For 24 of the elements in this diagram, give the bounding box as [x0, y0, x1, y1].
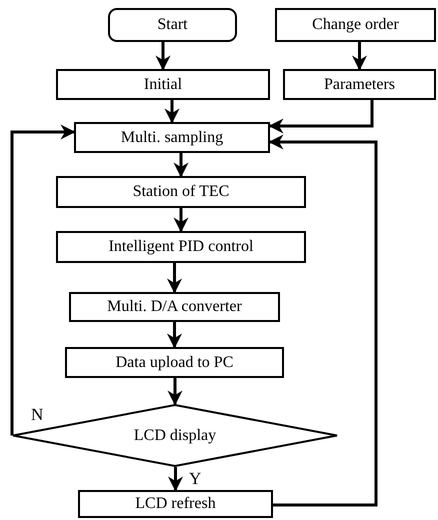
process-box: Initial: [56, 69, 270, 100]
arrow: [352, 42, 367, 70]
arrow: [168, 378, 182, 406]
arrow: [164, 100, 180, 124]
process-box: Change order: [275, 8, 436, 42]
process-box: Intelligent PID control: [56, 231, 306, 263]
process-box: Multi. sampling: [74, 122, 270, 153]
arrow: [156, 42, 170, 70]
arrow: [174, 208, 188, 232]
arrow: [168, 467, 183, 492]
edge-label: Y: [188, 470, 202, 487]
arrow: [174, 153, 188, 178]
arrow: [10, 124, 76, 436]
arrow: [268, 100, 374, 134]
process-box: Data upload to PC: [65, 347, 284, 378]
process-box: Station of TEC: [56, 176, 306, 208]
arrow: [167, 263, 182, 294]
process-box: Parameters: [283, 69, 436, 100]
arrow: [268, 134, 378, 506]
edge-label: N: [30, 406, 44, 423]
start-terminal: Start: [108, 8, 237, 42]
process-box: LCD refresh: [78, 490, 273, 518]
process-box: Multi. D/A converter: [69, 292, 280, 322]
arrow: [167, 322, 182, 348]
